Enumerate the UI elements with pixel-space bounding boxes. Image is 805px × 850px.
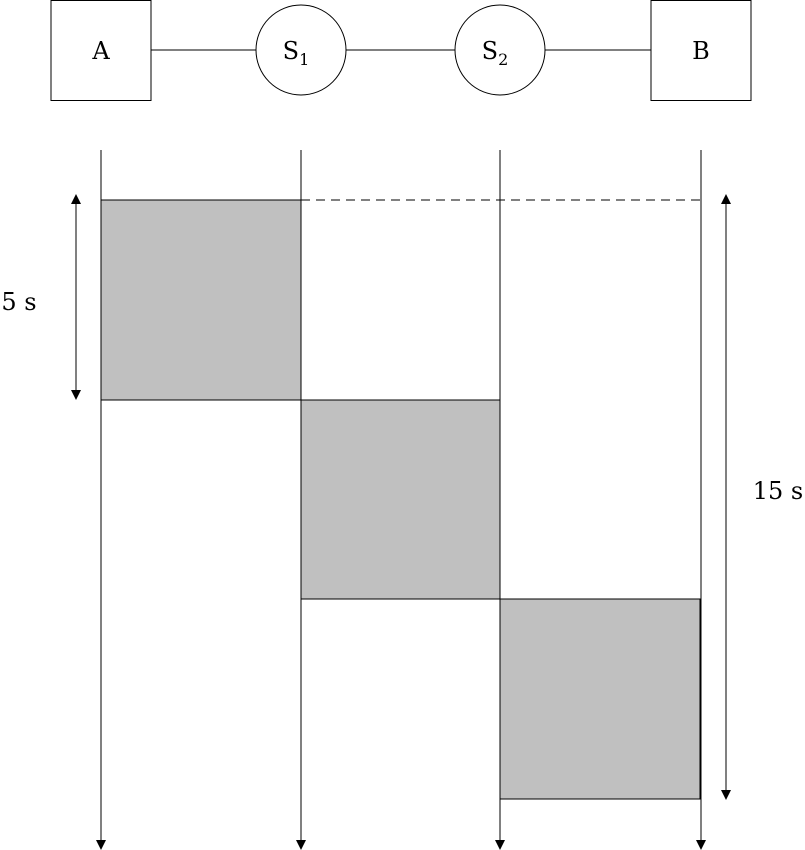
node-s1-circle: [255, 4, 347, 96]
duration-label-15s: 15 s: [753, 477, 803, 505]
node-a-label: A: [91, 37, 110, 65]
transmission-block-s2-b: [499, 598, 701, 800]
node-s2-label: S2: [482, 37, 509, 69]
node-a-box: [50, 0, 152, 101]
node-b-label: B: [692, 37, 710, 65]
duration-label-5s: 5 s: [1, 288, 36, 316]
node-s1-label: S1: [283, 37, 310, 69]
node-s2-circle: [454, 4, 546, 96]
node-b-box: [650, 0, 752, 101]
transmission-block-s1-s2: [300, 399, 501, 600]
transmission-block-a-s1: [100, 199, 302, 401]
